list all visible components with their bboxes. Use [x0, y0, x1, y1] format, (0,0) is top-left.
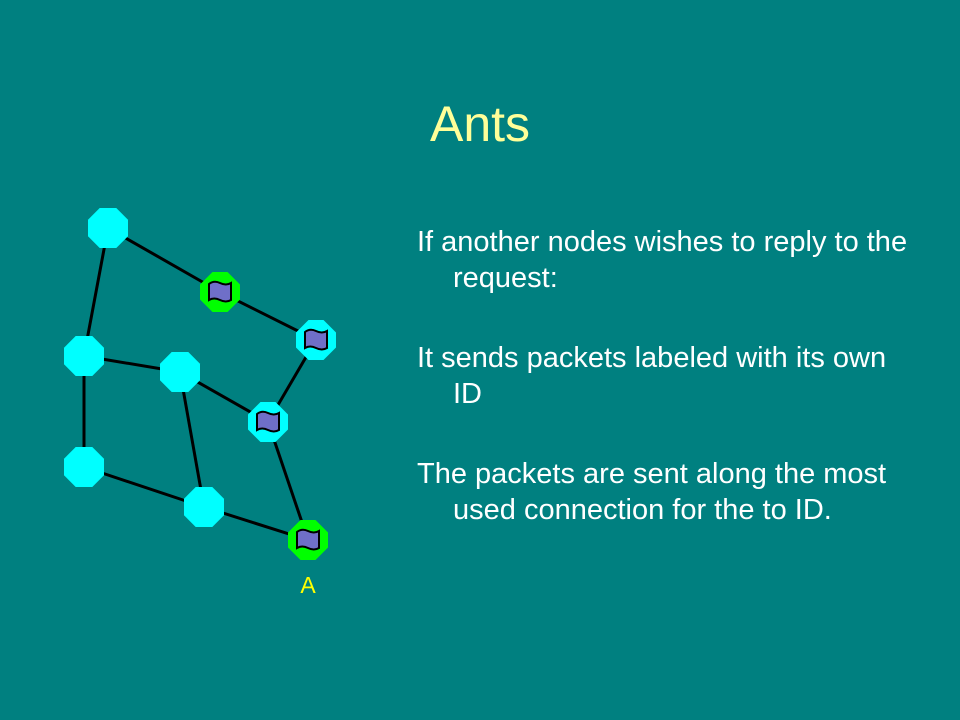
node [64, 447, 104, 487]
flagged-node [296, 320, 336, 360]
node-label-a: A [300, 572, 316, 598]
edge [82, 227, 110, 357]
bullet-item: If another nodes wishes to reply to the … [417, 226, 908, 294]
node [184, 487, 224, 527]
edge [178, 371, 206, 508]
network-diagram: A [64, 208, 336, 598]
flagged-node [248, 402, 288, 442]
edge [107, 226, 221, 294]
flag-icon [256, 410, 280, 433]
flagged-node [200, 272, 240, 312]
node [88, 208, 128, 248]
bullet-item: It sends packets labeled with its own ID [417, 342, 887, 410]
bullet-item: The packets are sent along the most used… [417, 458, 887, 526]
slide-title: Ants [429, 96, 531, 152]
bullet-list: If another nodes wishes to reply to the … [417, 224, 917, 572]
flagged-node-a [288, 520, 328, 560]
flag-icon [304, 328, 328, 351]
node [160, 352, 200, 392]
flag-icon [296, 528, 320, 551]
flag-icon [208, 280, 232, 303]
node [64, 336, 104, 376]
